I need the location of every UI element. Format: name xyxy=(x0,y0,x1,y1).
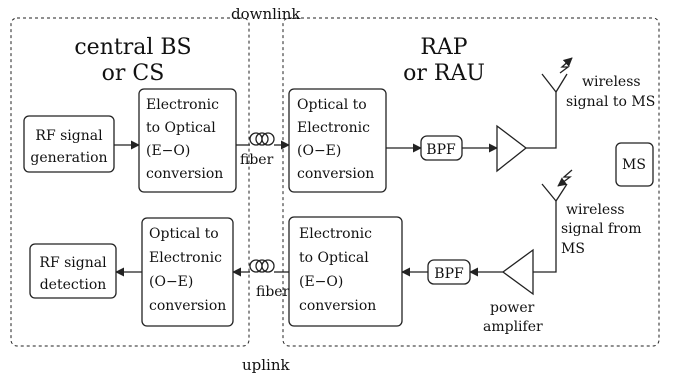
rap-title: RAP xyxy=(420,35,467,60)
eo-bottom-line-4: conversion xyxy=(299,298,376,314)
rap-region xyxy=(282,17,660,347)
eo-top-line-1: Electronic xyxy=(146,97,219,113)
central-bs-title: central BS xyxy=(74,35,191,60)
eo-top-line-4: conversion xyxy=(146,166,223,182)
antenna-to-amp-line-bottom xyxy=(533,201,557,273)
rf-signal-detection-box: RF signal detection xyxy=(29,243,117,299)
rf-signal-generation-box: RF signal generation xyxy=(23,115,115,173)
oe-bottom-line-3: (O−E) xyxy=(149,274,193,290)
fiber-top-label: fiber xyxy=(240,152,274,168)
oe-top-line-1: Optical to xyxy=(297,97,367,113)
oe-top-line-2: Electronic xyxy=(297,120,370,136)
uplink-label: uplink xyxy=(242,356,291,374)
oe-conversion-bottom-box: Optical to Electronic (O−E) conversion xyxy=(141,217,234,327)
oe-bottom-line-4: conversion xyxy=(149,298,226,314)
power-amp-line-1: power xyxy=(490,300,535,316)
fiber-coil-top-icon xyxy=(249,132,275,146)
bpf-top-label: BPF xyxy=(426,142,456,158)
rap-title-sub: or RAU xyxy=(403,61,485,86)
oe-top-line-4: conversion xyxy=(297,166,374,182)
oe-conversion-top-box: Optical to Electronic (O−E) conversion xyxy=(288,88,387,193)
wireless-from-ms-line-2: signal from xyxy=(561,221,642,237)
eo-bottom-line-2: to Optical xyxy=(299,250,369,266)
antenna-top-icon xyxy=(541,57,573,93)
bpf-bottom-box: BPF xyxy=(427,259,471,285)
eo-top-line-3: (E−O) xyxy=(146,143,190,159)
oe-top-line-3: (O−E) xyxy=(297,143,341,159)
central-bs-region xyxy=(10,17,250,347)
central-bs-title-sub: or CS xyxy=(102,61,165,86)
oe-bottom-line-2: Electronic xyxy=(149,250,222,266)
rf-gen-line-2: generation xyxy=(30,150,107,166)
wireless-from-ms-line-3: MS xyxy=(561,241,585,257)
power-amp-line-2: amplifer xyxy=(483,319,543,335)
fiber-coil-bottom-icon xyxy=(249,259,275,273)
oe-bottom-line-1: Optical to xyxy=(149,226,219,242)
eo-top-line-2: to Optical xyxy=(146,120,216,136)
amp-to-antenna-line-top xyxy=(526,92,557,149)
downlink-label: downlink xyxy=(231,5,301,23)
rf-gen-line-1: RF signal xyxy=(35,128,103,144)
antenna-bottom-icon xyxy=(541,169,573,202)
eo-conversion-top-box: Electronic to Optical (E−O) conversion xyxy=(138,88,237,193)
amplifier-top-icon xyxy=(496,124,528,173)
rf-det-line-1: RF signal xyxy=(39,255,107,271)
rf-det-line-2: detection xyxy=(40,277,107,293)
bpf-bottom-label: BPF xyxy=(434,266,464,282)
wireless-from-ms-line-1: wireless xyxy=(566,202,625,218)
bpf-top-box: BPF xyxy=(420,135,463,161)
mobile-station-box: MS xyxy=(615,142,654,187)
wireless-to-ms-line-2: signal to MS xyxy=(566,94,655,110)
power-amplifier-icon xyxy=(501,248,534,296)
ms-label: MS xyxy=(622,157,646,173)
wireless-to-ms-line-1: wireless xyxy=(582,74,641,90)
eo-bottom-line-3: (E−O) xyxy=(299,274,343,290)
eo-conversion-bottom-box: Electronic to Optical (E−O) conversion xyxy=(288,216,403,327)
eo-bottom-line-1: Electronic xyxy=(299,226,372,242)
fiber-bottom-label: fiber xyxy=(256,284,290,300)
